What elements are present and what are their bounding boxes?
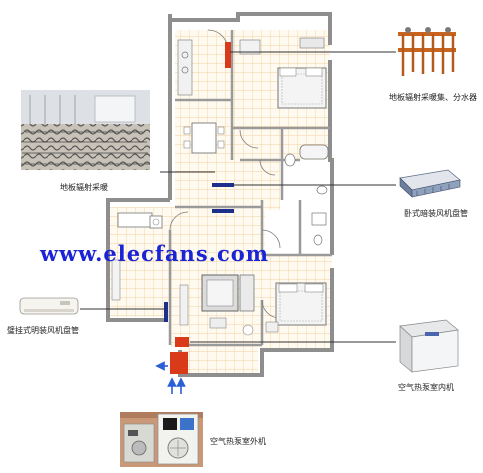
watermark: www.elecfans.com bbox=[40, 241, 269, 266]
manifold-label: 地板辐射采暖集、分水器 bbox=[389, 93, 477, 102]
floor-heating-photo bbox=[21, 90, 150, 170]
kitchen bbox=[177, 39, 193, 96]
leader-lines bbox=[80, 51, 396, 343]
indoor-unit-marker bbox=[170, 352, 188, 374]
airflow-arrows bbox=[155, 361, 186, 394]
left-room-furniture bbox=[111, 212, 163, 301]
bedroom-bottom bbox=[265, 282, 327, 333]
outdoor-unit-label: 空气热泵室外机 bbox=[210, 437, 266, 446]
indoor-unit-device bbox=[399, 319, 459, 373]
ducted-fcu-marker-1 bbox=[212, 183, 234, 187]
floor-heating-label: 地板辐射采暖 bbox=[60, 183, 108, 192]
manifold-marker bbox=[225, 42, 231, 68]
ducted-fcu-marker-2 bbox=[212, 209, 234, 213]
floor-plan bbox=[106, 12, 334, 377]
ducted-fcu-label: 卧式暗装风机盘管 bbox=[404, 209, 468, 218]
indoor-unit-label: 空气热泵室内机 bbox=[398, 383, 454, 392]
wall-fcu-device bbox=[19, 297, 79, 315]
ducted-fcu-device bbox=[399, 169, 461, 198]
wall-fcu-label: 璧挂式明装风机盘管 bbox=[7, 326, 79, 335]
outdoor-unit-photo bbox=[120, 412, 203, 467]
manifold-device bbox=[398, 27, 456, 76]
dining-table bbox=[183, 122, 225, 154]
balcony-floor bbox=[180, 347, 258, 375]
bathroom-top bbox=[284, 144, 329, 195]
wall-fcu-marker bbox=[164, 302, 168, 322]
living-room-furniture bbox=[179, 274, 255, 336]
bedroom-top bbox=[239, 37, 327, 109]
indoor-unit-marker-top bbox=[175, 337, 189, 347]
bathroom-mid bbox=[311, 212, 327, 246]
